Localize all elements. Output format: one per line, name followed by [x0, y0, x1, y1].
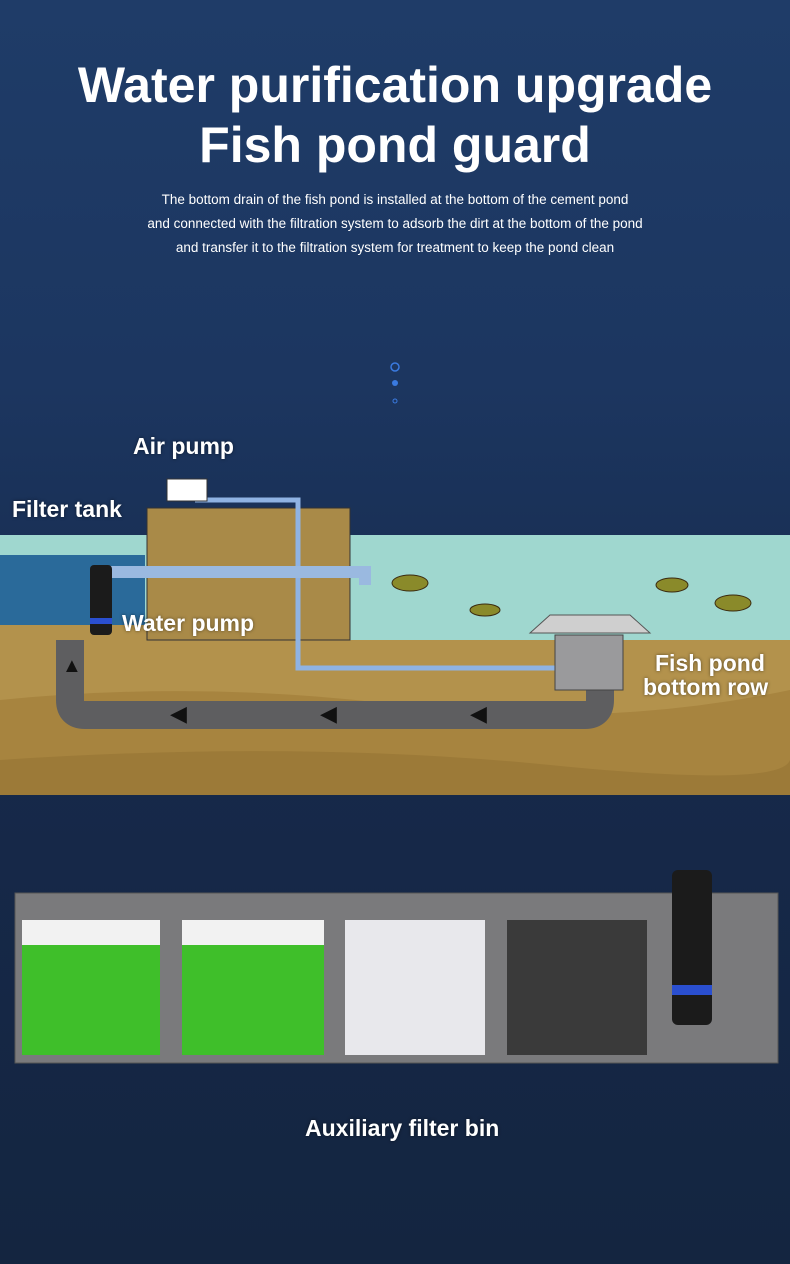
filter-sponge	[345, 920, 485, 1055]
title-line-2: Fish pond guard	[199, 117, 591, 173]
description-line: and transfer it to the filtration system…	[175, 240, 615, 255]
water-pump	[90, 565, 112, 635]
air-pump	[166, 478, 208, 502]
fish-icon	[391, 574, 752, 617]
label-bottom-drain-1: Fish pond	[655, 650, 765, 676]
bottom-drain	[528, 614, 652, 634]
bio-media-2	[182, 940, 324, 1055]
filter-brushes	[507, 920, 647, 1055]
description: The bottom drain of the fish pond is ins…	[0, 188, 790, 260]
media-rack	[22, 920, 160, 945]
label-filter-bin: Auxiliary filter bin	[305, 1115, 500, 1141]
bubble-icon	[392, 398, 398, 404]
bio-media-1	[22, 940, 160, 1055]
description-line: The bottom drain of the fish pond is ins…	[161, 192, 629, 207]
title-line-1: Water purification upgrade	[77, 57, 713, 113]
description-line: and connected with the filtration system…	[147, 216, 643, 231]
bin-water-pump	[672, 870, 712, 1025]
label-air-pump: Air pump	[133, 433, 234, 459]
return-pipe	[56, 640, 614, 729]
label-filter-tank: Filter tank	[12, 496, 122, 522]
bin-pump-band	[672, 985, 712, 995]
label-water-pump: Water pump	[122, 610, 255, 636]
flow-arrow-icon: ◀	[320, 701, 337, 726]
soil-layer	[0, 751, 790, 795]
flow-arrow-up-icon: ▲	[62, 655, 82, 677]
label-bottom-drain-2: bottom row	[643, 674, 769, 700]
water-pump-outlet-pipe	[100, 566, 371, 585]
flow-arrow-icon: ◀	[470, 701, 487, 726]
bubble-icon	[390, 362, 400, 372]
bottom-drain-body	[554, 634, 624, 691]
bubble-icon	[392, 380, 398, 386]
air-line	[195, 497, 560, 671]
flow-arrow-icon: ◀	[170, 701, 187, 726]
media-rack	[182, 920, 324, 945]
water-pump-band	[90, 618, 112, 624]
